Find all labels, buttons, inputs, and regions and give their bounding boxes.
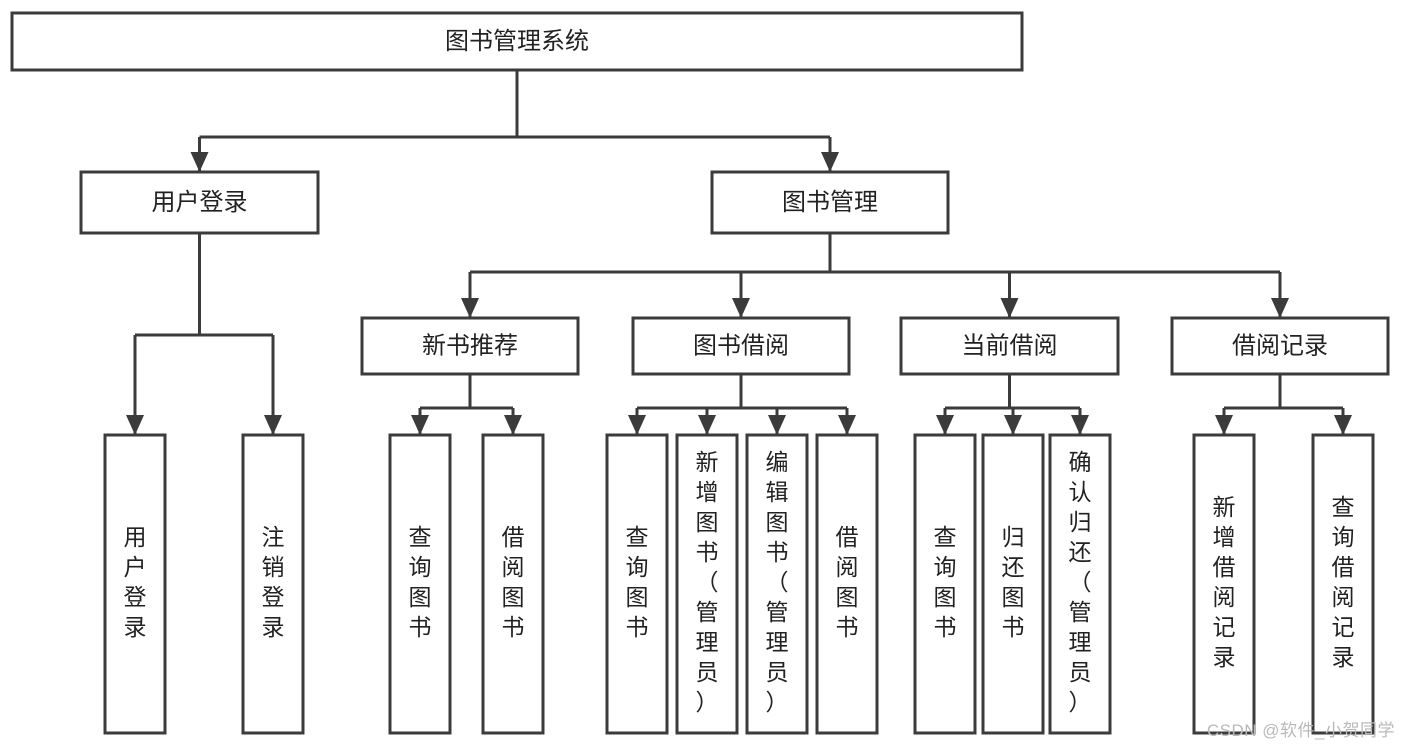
node-box-leaf-return-book — [981, 433, 1045, 735]
node-box-leaf-query-book-2 — [605, 433, 669, 735]
arrow-head-icon-leaf-return-book — [1004, 415, 1022, 435]
node-label-leaf-add-record: 新增借阅记录 — [1213, 494, 1236, 670]
node-label-book-manage: 图书管理 — [782, 189, 878, 216]
node-current-borrow[interactable]: 当前借阅 — [899, 316, 1120, 376]
node-label-current-borrow: 当前借阅 — [962, 332, 1058, 359]
arrow-head-icon-leaf-user-logout — [264, 415, 282, 435]
arrow-head-icon-leaf-edit-book — [768, 415, 786, 435]
node-leaf-return-book[interactable]: 归还图书 — [981, 433, 1045, 735]
node-label-leaf-query-book-1: 查询图书 — [409, 524, 432, 640]
node-box-leaf-query-record — [1311, 433, 1375, 735]
node-label-leaf-query-book-3: 查询图书 — [934, 524, 957, 640]
node-box-leaf-user-logout — [241, 433, 305, 735]
node-box-leaf-edit-book — [745, 433, 809, 735]
arrow-head-icon-new-book-rec — [461, 298, 479, 318]
arrow-head-icon-leaf-query-book-3 — [936, 415, 954, 435]
node-box-leaf-query-book-1 — [388, 433, 452, 735]
arrow-head-icon-current-borrow — [1000, 298, 1019, 318]
arrow-head-icon-leaf-query-book-2 — [628, 415, 646, 435]
node-box-user-login — [79, 170, 320, 235]
connector-layer — [126, 70, 1352, 435]
node-box-leaf-add-record — [1192, 433, 1256, 735]
node-leaf-borrow-book-2[interactable]: 借阅图书 — [815, 433, 879, 735]
arrow-head-icon-leaf-borrow-book-1 — [504, 415, 522, 435]
node-leaf-query-book-3[interactable]: 查询图书 — [913, 433, 977, 735]
node-leaf-query-book-2[interactable]: 查询图书 — [605, 433, 669, 735]
node-box-borrow-record — [1170, 316, 1390, 376]
arrow-head-icon-borrow-record — [1271, 298, 1289, 318]
node-box-leaf-user-login — [103, 433, 167, 735]
node-label-leaf-query-record: 查询借阅记录 — [1332, 494, 1355, 670]
arrow-head-icon-leaf-query-record — [1334, 415, 1352, 435]
node-label-leaf-return-book: 归还图书 — [1002, 524, 1025, 640]
node-root[interactable]: 图书管理系统 — [10, 11, 1024, 72]
node-box-leaf-add-book — [675, 433, 739, 735]
node-label-borrow-record: 借阅记录 — [1232, 332, 1328, 359]
node-label-book-borrow: 图书借阅 — [693, 332, 789, 359]
node-box-root — [10, 11, 1024, 72]
arrow-head-icon-leaf-add-book — [698, 415, 716, 435]
arrow-head-icon-book-borrow — [732, 298, 750, 318]
node-label-new-book-rec: 新书推荐 — [422, 332, 518, 359]
node-leaf-edit-book[interactable]: 编辑图书（管理员） — [745, 433, 809, 735]
node-label-leaf-borrow-book-1: 借阅图书 — [502, 524, 525, 640]
arrow-head-icon-leaf-query-book-1 — [411, 415, 429, 435]
node-book-manage[interactable]: 图书管理 — [710, 170, 950, 235]
node-leaf-user-login[interactable]: 用户登录 — [103, 433, 167, 735]
node-leaf-add-book[interactable]: 新增图书（管理员） — [675, 433, 739, 735]
node-leaf-query-record[interactable]: 查询借阅记录 — [1311, 433, 1375, 735]
node-new-book-rec[interactable]: 新书推荐 — [360, 316, 580, 376]
node-label-leaf-edit-book: 编辑图书（管理员） — [766, 449, 789, 715]
node-leaf-borrow-book-1[interactable]: 借阅图书 — [481, 433, 545, 735]
node-label-root: 图书管理系统 — [445, 28, 589, 55]
arrow-head-icon-leaf-add-record — [1215, 415, 1233, 435]
node-leaf-add-record[interactable]: 新增借阅记录 — [1192, 433, 1256, 735]
node-book-borrow[interactable]: 图书借阅 — [631, 316, 851, 376]
arrow-head-icon-user-login — [190, 152, 209, 172]
node-label-leaf-user-logout: 注销登录 — [262, 524, 285, 640]
node-borrow-record[interactable]: 借阅记录 — [1170, 316, 1390, 376]
node-label-leaf-query-book-2: 查询图书 — [626, 524, 649, 640]
node-label-leaf-user-login: 用户登录 — [124, 524, 147, 640]
arrow-head-icon-leaf-confirm-return — [1071, 415, 1089, 435]
arrow-head-icon-book-manage — [821, 152, 839, 172]
node-box-leaf-confirm-return — [1048, 433, 1112, 735]
node-label-leaf-borrow-book-2: 借阅图书 — [836, 524, 859, 640]
node-layer: 图书管理系统用户登录图书管理新书推荐图书借阅当前借阅借阅记录用户登录注销登录查询… — [10, 11, 1390, 735]
node-box-current-borrow — [899, 316, 1120, 376]
node-box-leaf-borrow-book-2 — [815, 433, 879, 735]
node-box-new-book-rec — [360, 316, 580, 376]
node-box-leaf-query-book-3 — [913, 433, 977, 735]
node-label-user-login: 用户登录 — [152, 189, 248, 216]
node-label-leaf-confirm-return: 确认归还（管理员） — [1069, 449, 1092, 715]
arrow-head-icon-leaf-user-login — [126, 415, 144, 435]
node-label-leaf-add-book: 新增图书（管理员） — [696, 449, 719, 715]
node-box-book-manage — [710, 170, 950, 235]
node-box-book-borrow — [631, 316, 851, 376]
node-leaf-confirm-return[interactable]: 确认归还（管理员） — [1048, 433, 1112, 735]
node-user-login[interactable]: 用户登录 — [79, 170, 320, 235]
node-box-leaf-borrow-book-1 — [481, 433, 545, 735]
node-leaf-query-book-1[interactable]: 查询图书 — [388, 433, 452, 735]
arrow-head-icon-leaf-borrow-book-2 — [838, 415, 856, 435]
node-leaf-user-logout[interactable]: 注销登录 — [241, 433, 305, 735]
